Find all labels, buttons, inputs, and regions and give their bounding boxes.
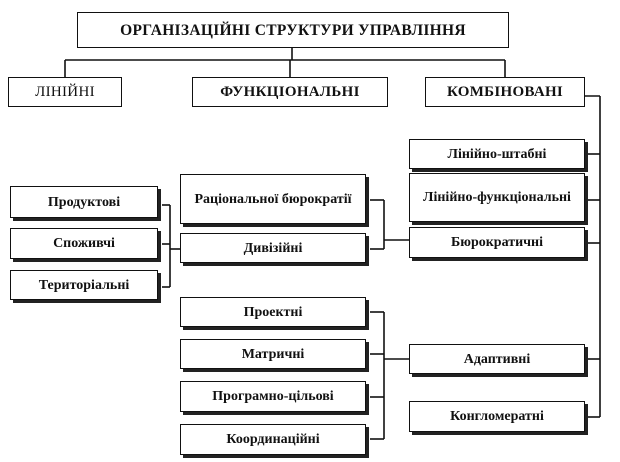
type-coordination: Координаційні (180, 424, 366, 455)
type-territorial: Територіальні (10, 270, 158, 300)
type-rational-bureaucracy: Раціональної бюрократії (180, 174, 366, 224)
type-matrix: Матричні (180, 339, 366, 369)
type-bureaucratic: Бюрократичні (409, 227, 585, 258)
type-conglomerate: Конгломератні (409, 401, 585, 432)
diagram-title: ОРГАНІЗАЦІЙНІ СТРУКТУРИ УПРАВЛІННЯ (77, 12, 509, 48)
type-line-staff: Лінійно-штабні (409, 139, 585, 169)
type-adaptive: Адаптивні (409, 344, 585, 374)
type-divisional: Дивізійні (180, 233, 366, 263)
category-functional: ФУНКЦІОНАЛЬНІ (192, 77, 388, 107)
type-consumer: Споживчі (10, 228, 158, 259)
type-program-target: Програмно-цільові (180, 381, 366, 412)
category-combined: КОМБІНОВАНІ (425, 77, 585, 107)
category-linear: ЛІНІЙНІ (8, 77, 122, 107)
type-project: Проектні (180, 297, 366, 327)
type-line-functional: Лінійно-функціональні (409, 173, 585, 222)
type-product: Продуктові (10, 186, 158, 218)
